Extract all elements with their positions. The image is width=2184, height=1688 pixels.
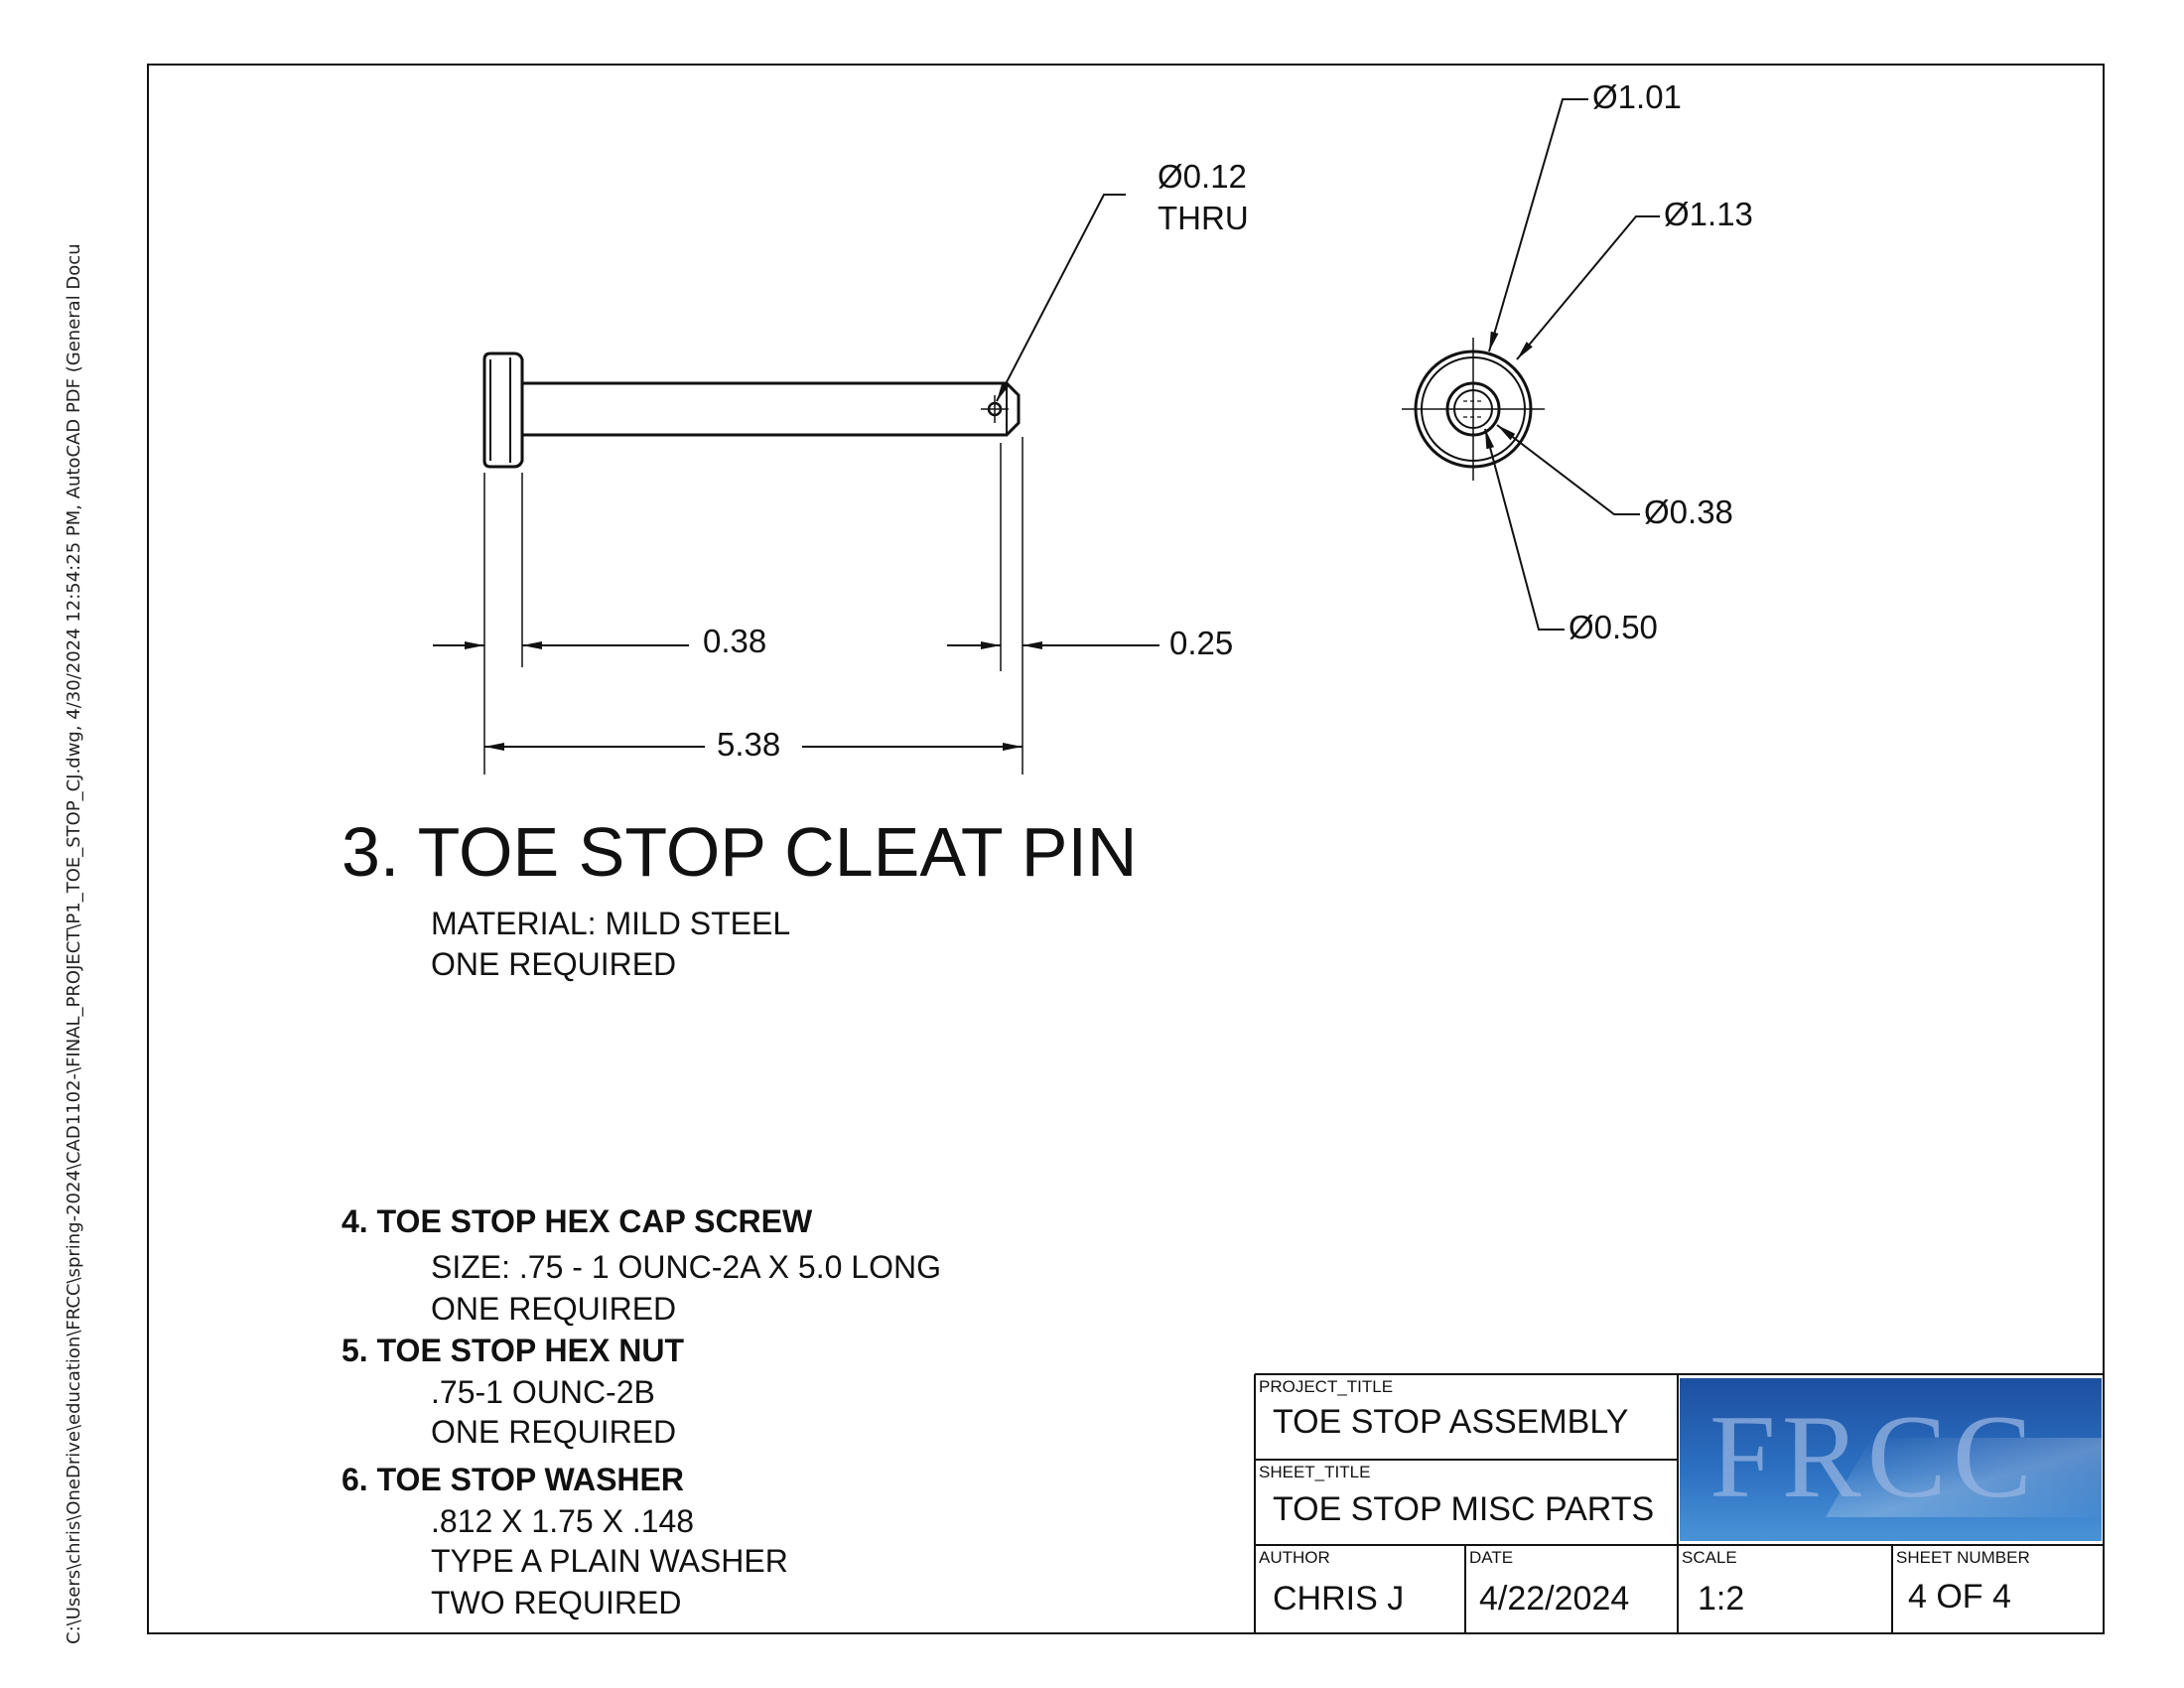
dim-overall-length: 5.38 bbox=[717, 726, 781, 763]
scale-label: SCALE bbox=[1682, 1548, 1737, 1567]
dim-dia-0-38: Ø0.38 bbox=[1644, 493, 1733, 530]
part6-qty: TWO REQUIRED bbox=[431, 1585, 682, 1620]
date-label: DATE bbox=[1469, 1548, 1514, 1567]
part3-material: MATERIAL: MILD STEEL bbox=[431, 906, 791, 941]
part3-qty: ONE REQUIRED bbox=[431, 946, 677, 982]
part4-qty: ONE REQUIRED bbox=[431, 1291, 677, 1327]
part5-size: .75-1 OUNC-2B bbox=[431, 1374, 655, 1410]
part4-size: SIZE: .75 - 1 OUNC-2A X 5.0 LONG bbox=[431, 1249, 941, 1285]
part5-title: 5. TOE STOP HEX NUT bbox=[341, 1333, 684, 1368]
dim-hole-dia: Ø0.12 bbox=[1158, 158, 1247, 195]
pin-end-view bbox=[1402, 338, 1545, 481]
author-label: AUTHOR bbox=[1259, 1548, 1330, 1567]
sheet-title: TOE STOP MISC PARTS bbox=[1273, 1490, 1655, 1528]
title-block-grid bbox=[1254, 1373, 2105, 1634]
part6-type: TYPE A PLAIN WASHER bbox=[431, 1543, 788, 1579]
frcc-logo: FRCC bbox=[1680, 1378, 2102, 1541]
dim-dia-1-13: Ø1.13 bbox=[1664, 196, 1753, 232]
part6-title: 6. TOE STOP WASHER bbox=[341, 1462, 684, 1497]
project-title-label: PROJECT_TITLE bbox=[1259, 1377, 1394, 1396]
part6-size: .812 X 1.75 X .148 bbox=[431, 1503, 695, 1539]
dim-chamfer: 0.25 bbox=[1169, 625, 1234, 661]
author-value: CHRIS J bbox=[1273, 1580, 1405, 1618]
sheet-number-value: 4 OF 4 bbox=[1908, 1578, 2011, 1616]
pin-side-view bbox=[482, 352, 1021, 469]
dim-head-width: 0.38 bbox=[703, 623, 767, 659]
scale-value: 1:2 bbox=[1698, 1580, 1745, 1618]
part3-title: 3. TOE STOP CLEAT PIN bbox=[341, 813, 1138, 891]
dim-dia-1-01: Ø1.01 bbox=[1592, 78, 1682, 115]
logo-text: FRCC bbox=[1709, 1390, 2038, 1522]
sheet-number-label: SHEET NUMBER bbox=[1896, 1548, 2030, 1567]
sheet-title-label: SHEET_TITLE bbox=[1259, 1463, 1371, 1481]
date-value: 4/22/2024 bbox=[1479, 1580, 1630, 1618]
project-title: TOE STOP ASSEMBLY bbox=[1273, 1403, 1629, 1441]
dim-hole-thru: THRU bbox=[1158, 200, 1249, 236]
part5-qty: ONE REQUIRED bbox=[431, 1414, 677, 1450]
part4-title: 4. TOE STOP HEX CAP SCREW bbox=[341, 1203, 813, 1239]
drawing-border bbox=[147, 64, 2105, 1634]
dim-dia-0-50: Ø0.50 bbox=[1569, 609, 1658, 645]
